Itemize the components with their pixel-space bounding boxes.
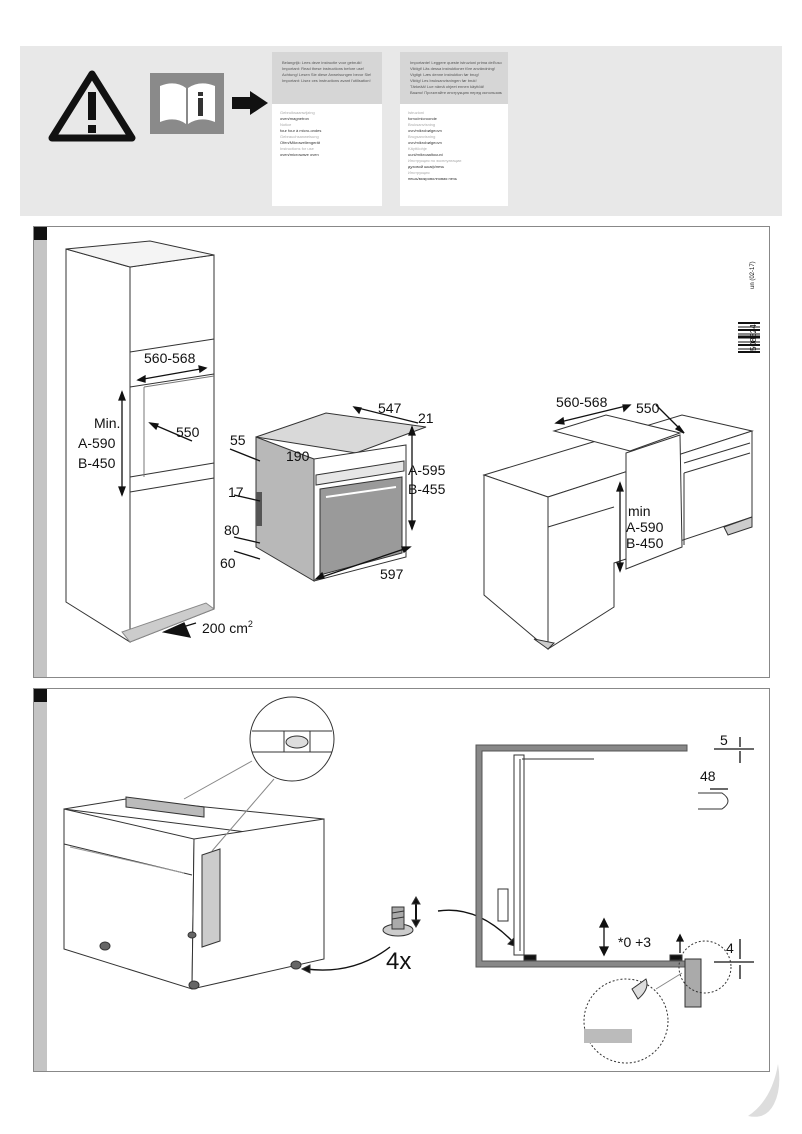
panel-side-strip [34, 689, 47, 1071]
page-corner-decoration [748, 1064, 780, 1117]
top-gap-label: 5 [720, 732, 728, 748]
cabinet-height-a-label: A-590 [78, 435, 116, 451]
tall-cabinet [65, 240, 216, 643]
booklet-row: four four à micro-ondes [280, 128, 322, 133]
cabinet-depth-label: 550 [176, 424, 200, 440]
arrow-right-icon [232, 91, 268, 115]
ventilation-unit-sup: 2 [248, 619, 253, 629]
booklet-row: Notice [280, 122, 292, 127]
zoom-detail-circle [183, 696, 335, 852]
booklet-row: Istruzioni [408, 110, 425, 115]
booklet-row: uuni/mikroaaltouuni [408, 152, 443, 157]
manual-info-icon [150, 73, 224, 134]
intro-band: Belangrijk: Lees deze instructie voor ge… [20, 46, 782, 216]
manual-booklet-right: Importante! Leggere queste istruzioni pr… [400, 52, 508, 206]
booklet-row: духовой шкаф/печь [408, 164, 445, 169]
booklet-header-line: Vigtigt: Læs denne instruktion før brug! [410, 72, 479, 77]
base-cabinet [482, 414, 754, 651]
ventilation-value: 200 cm [202, 620, 248, 636]
oven-front-label: 21 [418, 410, 434, 426]
booklet-header-line: Viktig! Les bruksanvisningen før bruk! [410, 78, 477, 83]
booklet-row: пешь/микроволновая печь [408, 176, 457, 181]
adjustable-foot-icon [382, 895, 421, 937]
booklet-header-line: Important: Read these instructions befor… [282, 66, 365, 71]
cabinet-cross-section [475, 744, 729, 1008]
dimensions-labels: 560-568 Min. A-590 B-450 550 547 21 55 1… [78, 261, 758, 636]
oven-unit [255, 412, 427, 582]
counter-width-label: 560-568 [556, 394, 608, 410]
oven-depth-label: 547 [378, 400, 402, 416]
booklet-row: oven/microwave oven [280, 152, 319, 157]
booklet-row: ovn/mikrobølgeovn [408, 128, 442, 133]
booklet-header-line: Achtung! Lesen Sie diese Anweisungen bev… [282, 72, 372, 77]
cabinet-min-label: Min. [94, 415, 120, 431]
oven-height-b-label: B-455 [408, 481, 446, 497]
bottom-gap-label: 4 [726, 940, 734, 956]
oven-foot-label: 60 [220, 555, 236, 571]
oven-body [63, 796, 325, 990]
booklet-row: Gebrauchsanweisung [280, 134, 319, 139]
ventilation-label: 200 cm2 [202, 619, 253, 636]
booklet-header-line: Tärkeää! Lue nämä ohjeet ennen käyttöä! [410, 84, 485, 89]
booklet-row: Инструкция по эксплуатации [408, 158, 462, 163]
counter-height-b-label: B-450 [626, 535, 664, 551]
oven-side-label: 55 [230, 432, 246, 448]
booklet-row: forno/microonde [408, 116, 437, 121]
adjustment-label: *0 +3 [618, 934, 651, 950]
installation-drawing [63, 696, 754, 1064]
cabinet-height-b-label: B-450 [78, 455, 116, 471]
installation-panel: 4x *0 +3 5 48 4 [33, 688, 770, 1072]
booklet-row: Käyttöohje [408, 146, 427, 151]
booklet-row: oven/magnetron [280, 116, 309, 121]
intro-graphics [48, 70, 268, 142]
quantity-label: 4x [386, 948, 411, 975]
barcode-code: un (02-17) [750, 261, 756, 289]
booklet-row: Gebruiksaanwijzing [280, 110, 315, 115]
panel-marker [34, 227, 47, 240]
booklet-row: Instructions for use [280, 146, 314, 151]
oven-width-label: 597 [380, 566, 404, 582]
warning-icon [48, 70, 136, 142]
panel-side-strip [34, 227, 47, 677]
panel-marker [34, 689, 47, 702]
oven-offset-label: 17 [228, 484, 244, 500]
barcode-image [738, 322, 760, 353]
counter-height-a-label: A-590 [626, 519, 664, 535]
oven-bottom-label: 80 [224, 522, 240, 538]
booklet-header-line: Importante! Leggere queste istruzioni pr… [410, 60, 502, 65]
oven-top-label: 190 [286, 448, 310, 464]
booklet-header-line: Viktigt! Läs dessa instruktioner före an… [410, 66, 496, 71]
booklet-header-line: Важно! Прочитайте инструкцию перед испол… [410, 90, 502, 95]
booklet-row: Brugsanvisning [408, 134, 436, 139]
booklet-row: ovn/mikrobølgeovn [408, 140, 442, 145]
booklet-header-line: Belangrijk: Lees deze instructie voor ge… [282, 60, 362, 65]
counter-min-label: min [628, 503, 651, 519]
manual-booklet-left: Belangrijk: Lees deze instructie voor ge… [272, 52, 382, 206]
cabinet-width-label: 560-568 [144, 350, 196, 366]
oven-height-a-label: A-595 [408, 462, 446, 478]
dimensions-drawing [65, 240, 760, 651]
booklet-header-line: Important: Lisez ces instructions avant … [282, 78, 371, 83]
counter-depth-label: 550 [636, 400, 660, 416]
dimensions-panel: 560-568 Min. A-590 B-450 550 547 21 55 1… [33, 226, 770, 678]
corner-detail-circle [583, 940, 732, 1064]
booklet-row: Bruksanvisning [408, 122, 436, 127]
booklet-row: Ofen/Mikrowellengerät [280, 140, 321, 145]
side-gap-label: 48 [700, 768, 716, 784]
installation-labels: 4x *0 +3 5 48 4 [386, 732, 734, 975]
barcode-number: 508824 [749, 324, 758, 351]
booklet-row: Инструкция [408, 170, 430, 175]
